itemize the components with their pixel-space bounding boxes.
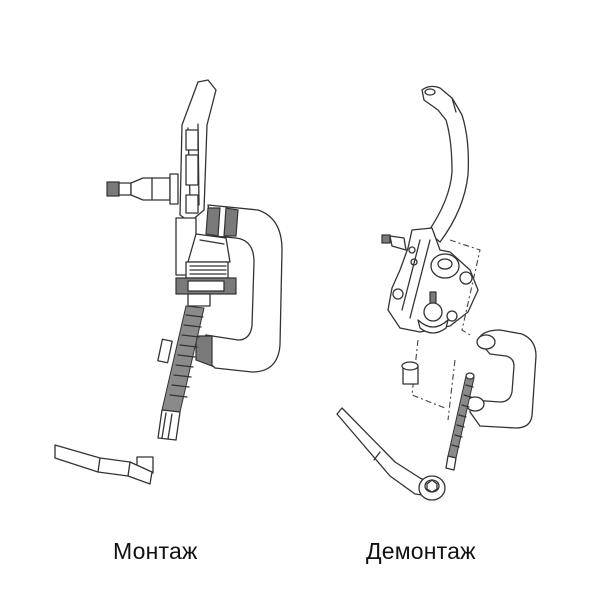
mounting-illustration [54, 79, 283, 485]
alignment-guide-lines [411, 239, 481, 421]
threaded-screw-left [157, 305, 205, 441]
ball-joint [417, 291, 449, 334]
dismounting-illustration [336, 85, 537, 501]
ratchet-wrench [336, 407, 446, 501]
socket-wrench-extension-left [54, 444, 154, 485]
threaded-screw-right [445, 372, 475, 471]
caption-mounting: Монтаж [113, 538, 198, 564]
stub-axle-right [381, 234, 407, 251]
stub-axle [106, 173, 179, 205]
steering-knuckle-left [175, 79, 217, 276]
suspension-arm [421, 85, 470, 243]
steering-knuckle-right [387, 227, 479, 333]
c-clamp-press-left [195, 204, 283, 373]
caption-dismounting: Демонтаж [366, 538, 476, 564]
adapter-cup [175, 233, 237, 307]
bushing-adapter [401, 361, 419, 385]
c-clamp-press-right [465, 329, 537, 429]
